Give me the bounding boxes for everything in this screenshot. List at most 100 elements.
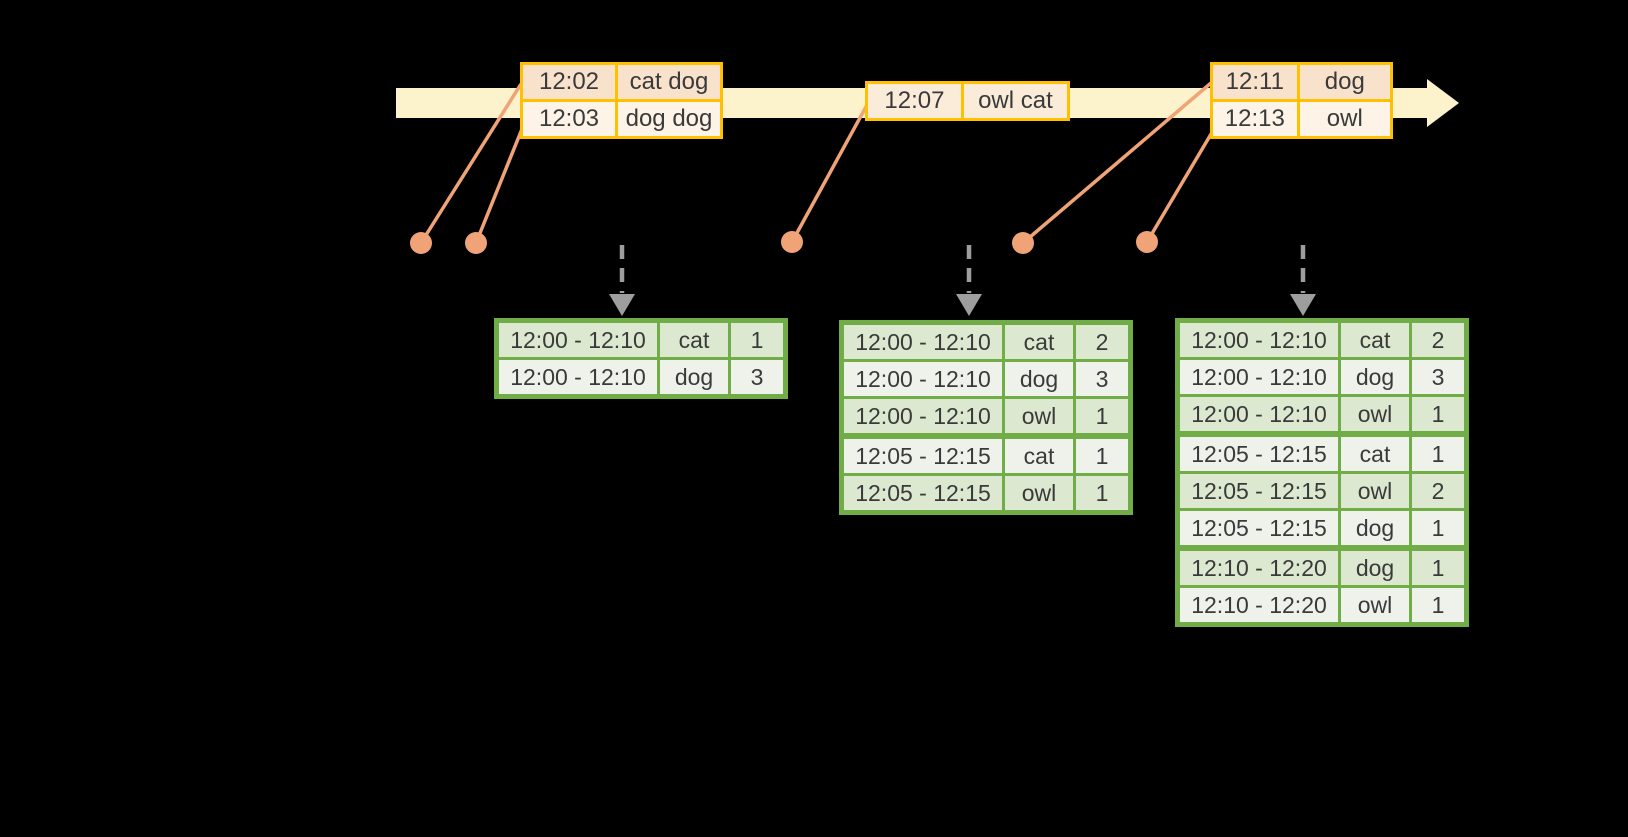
cell-words: owl [1296, 99, 1394, 139]
cell-count: 2 [1409, 471, 1468, 511]
cell-window: 12:00 - 12:10 [495, 357, 660, 398]
cell-window: 12:00 - 12:10 [840, 396, 1005, 438]
cell-count: 1 [1073, 396, 1132, 438]
event-dot [1136, 231, 1158, 253]
cell-animal: owl [1002, 473, 1076, 514]
cell-animal: dog [1338, 357, 1412, 397]
cell-count: 1 [1409, 545, 1468, 588]
cell-count: 1 [1409, 431, 1468, 474]
trigger-arrow-icon [609, 245, 635, 316]
connector-line [474, 123, 526, 244]
cell-animal: dog [1338, 508, 1412, 550]
cell-window: 12:00 - 12:10 [840, 321, 1005, 362]
cell-window: 12:05 - 12:15 [840, 433, 1005, 476]
cell-words: dog [1296, 62, 1394, 102]
cell-count: 2 [1073, 321, 1132, 362]
cell-animal: owl [1338, 394, 1412, 436]
cell-count: 3 [1409, 357, 1468, 397]
cell-count: 1 [728, 319, 787, 360]
cell-count: 3 [728, 357, 787, 398]
cell-window: 12:00 - 12:10 [840, 359, 1005, 399]
cell-window: 12:10 - 12:20 [1176, 545, 1341, 588]
event-dot [410, 232, 432, 254]
cell-count: 1 [1409, 394, 1468, 436]
cell-animal: owl [1338, 471, 1412, 511]
cell-animal: dog [1002, 359, 1076, 399]
cell-animal: cat [1338, 319, 1412, 360]
trigger-arrow-icon [956, 245, 982, 316]
connector-line [1145, 123, 1219, 243]
event-dot [781, 231, 803, 253]
event-dot [465, 232, 487, 254]
cell-count: 1 [1073, 433, 1132, 476]
timeline-arrowhead-icon [1427, 79, 1459, 127]
cell-window: 12:05 - 12:15 [840, 473, 1005, 514]
cell-time: 12:02 [520, 62, 618, 102]
cell-animal: cat [657, 319, 731, 360]
cell-count: 1 [1409, 508, 1468, 550]
cell-words: cat dog [615, 62, 723, 102]
cell-window: 12:00 - 12:10 [495, 319, 660, 360]
cell-window: 12:00 - 12:10 [1176, 357, 1341, 397]
cell-words: owl cat [960, 81, 1071, 121]
cell-animal: cat [1002, 321, 1076, 362]
event-dot [1012, 232, 1034, 254]
cell-animal: owl [1002, 396, 1076, 438]
cell-animal: dog [1338, 545, 1412, 588]
cell-window: 12:00 - 12:10 [1176, 394, 1341, 436]
cell-time: 12:03 [520, 99, 618, 139]
trigger-arrow-icon [1290, 245, 1316, 316]
cell-window: 12:05 - 12:15 [1176, 508, 1341, 550]
cell-count: 2 [1409, 319, 1468, 360]
cell-animal: cat [1338, 431, 1412, 474]
cell-animal: dog [657, 357, 731, 398]
cell-time: 12:07 [865, 81, 964, 121]
connector-line [790, 104, 869, 243]
cell-animal: owl [1338, 585, 1412, 626]
cell-window: 12:05 - 12:15 [1176, 431, 1341, 474]
cell-window: 12:05 - 12:15 [1176, 471, 1341, 511]
cell-window: 12:00 - 12:10 [1176, 319, 1341, 360]
cell-time: 12:11 [1210, 62, 1300, 102]
cell-time: 12:13 [1210, 99, 1300, 139]
cell-window: 12:10 - 12:20 [1176, 585, 1341, 626]
cell-count: 3 [1073, 359, 1132, 399]
connector-line [1021, 81, 1213, 245]
cell-count: 1 [1073, 473, 1132, 514]
cell-words: dog dog [615, 99, 723, 139]
cell-count: 1 [1409, 585, 1468, 626]
connector-line [419, 83, 523, 244]
